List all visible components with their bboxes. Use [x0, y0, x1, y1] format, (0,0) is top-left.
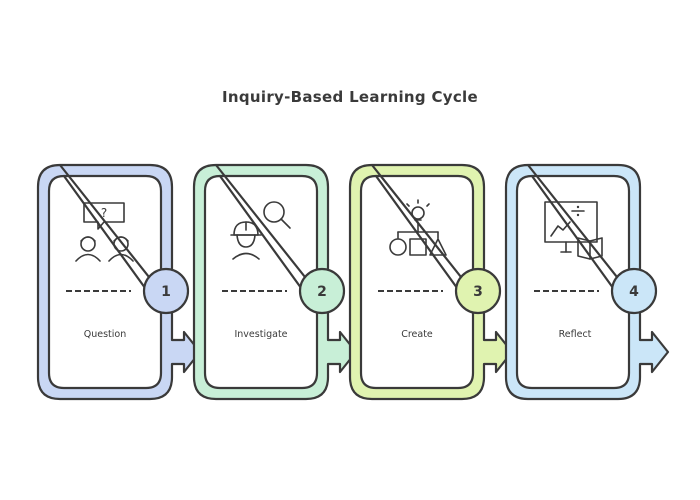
board-book-icon [544, 201, 603, 260]
step-4: 4 Reflect [504, 163, 670, 401]
step-2-number: 2 [317, 284, 327, 300]
step-1-label: Question [84, 329, 127, 340]
step-1-number: 1 [161, 284, 171, 300]
investigator-search-icon [230, 201, 291, 260]
step-2-label: Investigate [234, 329, 287, 340]
step-3: 3 Create [348, 163, 514, 401]
step-4-number: 4 [629, 284, 639, 300]
step-3-number: 3 [473, 284, 483, 300]
step-4-label: Reflect [559, 329, 592, 340]
step-3-label: Create [401, 329, 433, 340]
question-discussion-icon: ? [75, 202, 134, 262]
step-1-frame-inner [49, 176, 161, 388]
idea-shapes-icon [389, 199, 447, 256]
step-4-badge [610, 267, 658, 315]
step-2-badge [298, 267, 346, 315]
step-3-badge [454, 267, 502, 315]
step-2: 2 Investigate [192, 163, 358, 401]
step-1-badge [142, 267, 190, 315]
step-1: 1 Question ? [36, 163, 202, 401]
svg-text:?: ? [101, 206, 107, 220]
diagram-title: Inquiry-Based Learning Cycle [222, 88, 478, 106]
